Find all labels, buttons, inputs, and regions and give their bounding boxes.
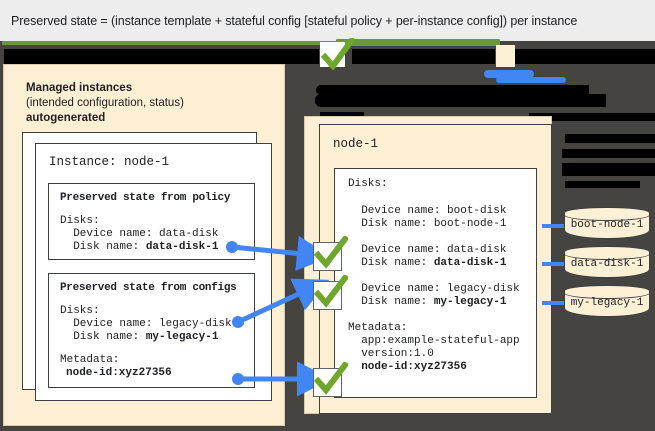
blue-highlight-mark-2 bbox=[496, 77, 566, 83]
redaction-bar-11 bbox=[562, 163, 655, 176]
green-underline-right bbox=[336, 39, 500, 46]
disk-connector-legacy bbox=[542, 301, 567, 305]
actual-entry-2-disk-value: my-legacy-1 bbox=[433, 296, 507, 308]
managed-instances-subtitle: (intended configuration, status) bbox=[26, 97, 184, 109]
redaction-bar-6 bbox=[315, 94, 606, 107]
configs-metadata-value: node-id:xyz27356 bbox=[66, 367, 172, 379]
disk-label-1: data-disk-1 bbox=[570, 258, 644, 270]
actual-entry-1-device: Device name: data-disk bbox=[348, 244, 507, 256]
actual-instance-heading: node-1 bbox=[333, 137, 379, 151]
actual-entry-0-disk: Disk name: boot-node-1 bbox=[348, 218, 506, 230]
disk-label-2: my-legacy-1 bbox=[570, 297, 644, 309]
actual-entry-0-disk-value: boot-node-1 bbox=[433, 218, 507, 230]
configs-metadata-label: Metadata: bbox=[60, 354, 120, 366]
preserved-state-policy-card: Preserved state from policy Disks: Devic… bbox=[48, 183, 255, 260]
blue-highlight-mark bbox=[484, 70, 534, 78]
disk-connector-data bbox=[542, 262, 567, 266]
configs-disk-name-label: Disk name: bbox=[60, 331, 146, 343]
redaction-bar-4 bbox=[513, 49, 655, 64]
actual-entry-2-disk-label: Disk name: bbox=[348, 296, 434, 308]
actual-metadata-line-0: app:example-stateful-app bbox=[348, 335, 520, 347]
disk-cylinder-1: data-disk-1 bbox=[564, 246, 650, 284]
policy-card-title: Preserved state from policy bbox=[60, 192, 231, 204]
disk-cylinder-0: boot-node-1 bbox=[564, 207, 650, 245]
preserved-state-configs-card: Preserved state from configs Disks: Devi… bbox=[48, 273, 255, 388]
checkbox-redacted-top[interactable] bbox=[320, 42, 345, 67]
redaction-bar-3 bbox=[352, 49, 495, 64]
actual-entry-2-disk: Disk name: my-legacy-1 bbox=[348, 296, 506, 308]
actual-entry-0-device: Device name: boot-disk bbox=[348, 205, 507, 217]
checkbox-data-disk[interactable] bbox=[313, 242, 342, 271]
redaction-bar-5 bbox=[316, 85, 589, 95]
instance-card-heading: Instance: node-1 bbox=[49, 155, 170, 169]
checkbox-node-id-metadata[interactable] bbox=[313, 368, 342, 397]
configs-card-line-1: Device name: legacy-disk bbox=[60, 318, 232, 330]
redaction-bar-12 bbox=[565, 181, 640, 188]
policy-disk-name-value: data-disk-1 bbox=[145, 241, 219, 253]
managed-instances-tag: autogenerated bbox=[26, 112, 106, 124]
cream-chip bbox=[496, 45, 515, 67]
policy-card-line-1: Device name: data-disk bbox=[60, 228, 219, 240]
actual-disks-card: Disks: Device name: boot-disk Disk name:… bbox=[334, 168, 537, 398]
actual-disks-label: Disks: bbox=[348, 178, 388, 190]
configs-disk-name-value: my-legacy-1 bbox=[145, 331, 219, 343]
disk-cylinder-2: my-legacy-1 bbox=[564, 285, 650, 323]
actual-entry-1-disk-value: data-disk-1 bbox=[433, 257, 507, 269]
checkbox-legacy-disk[interactable] bbox=[313, 281, 342, 310]
policy-card-line-0: Disks: bbox=[60, 215, 100, 227]
caption-text: Preserved state = (instance template + s… bbox=[11, 13, 578, 28]
redaction-bar-2 bbox=[4, 49, 319, 64]
disk-connector-boot bbox=[542, 224, 567, 228]
redaction-bar-9 bbox=[565, 134, 655, 143]
configs-card-line-2: Disk name: my-legacy-1 bbox=[60, 331, 218, 343]
managed-instances-title: Managed instances bbox=[26, 82, 133, 94]
actual-entry-1-disk: Disk name: data-disk-1 bbox=[348, 257, 506, 269]
disk-top-0 bbox=[564, 207, 650, 221]
disk-top-1 bbox=[564, 246, 650, 260]
policy-disk-name-label: Disk name: bbox=[60, 241, 146, 253]
redaction-squiggle bbox=[516, 57, 571, 60]
redaction-bar-10 bbox=[562, 149, 655, 158]
actual-entry-1-disk-label: Disk name: bbox=[348, 257, 434, 269]
configs-card-line-0: Disks: bbox=[60, 305, 100, 317]
actual-entry-2-device: Device name: legacy-disk bbox=[348, 283, 520, 295]
disk-label-0: boot-node-1 bbox=[570, 219, 644, 231]
disk-top-2 bbox=[564, 285, 650, 299]
managed-instances-header: Managed instances (intended configuratio… bbox=[26, 81, 184, 126]
actual-metadata-line-2: node-id:xyz27356 bbox=[348, 361, 467, 373]
actual-entry-0-disk-label: Disk name: bbox=[348, 218, 434, 230]
actual-metadata-line-1: version:1.0 bbox=[348, 348, 434, 360]
actual-metadata-label: Metadata: bbox=[348, 322, 408, 334]
policy-card-line-2: Disk name: data-disk-1 bbox=[60, 241, 218, 253]
configs-card-title: Preserved state from configs bbox=[60, 282, 237, 294]
green-underline-left bbox=[2, 41, 345, 45]
caption-bar: Preserved state = (instance template + s… bbox=[0, 0, 655, 41]
redaction-bar-8 bbox=[529, 113, 655, 121]
